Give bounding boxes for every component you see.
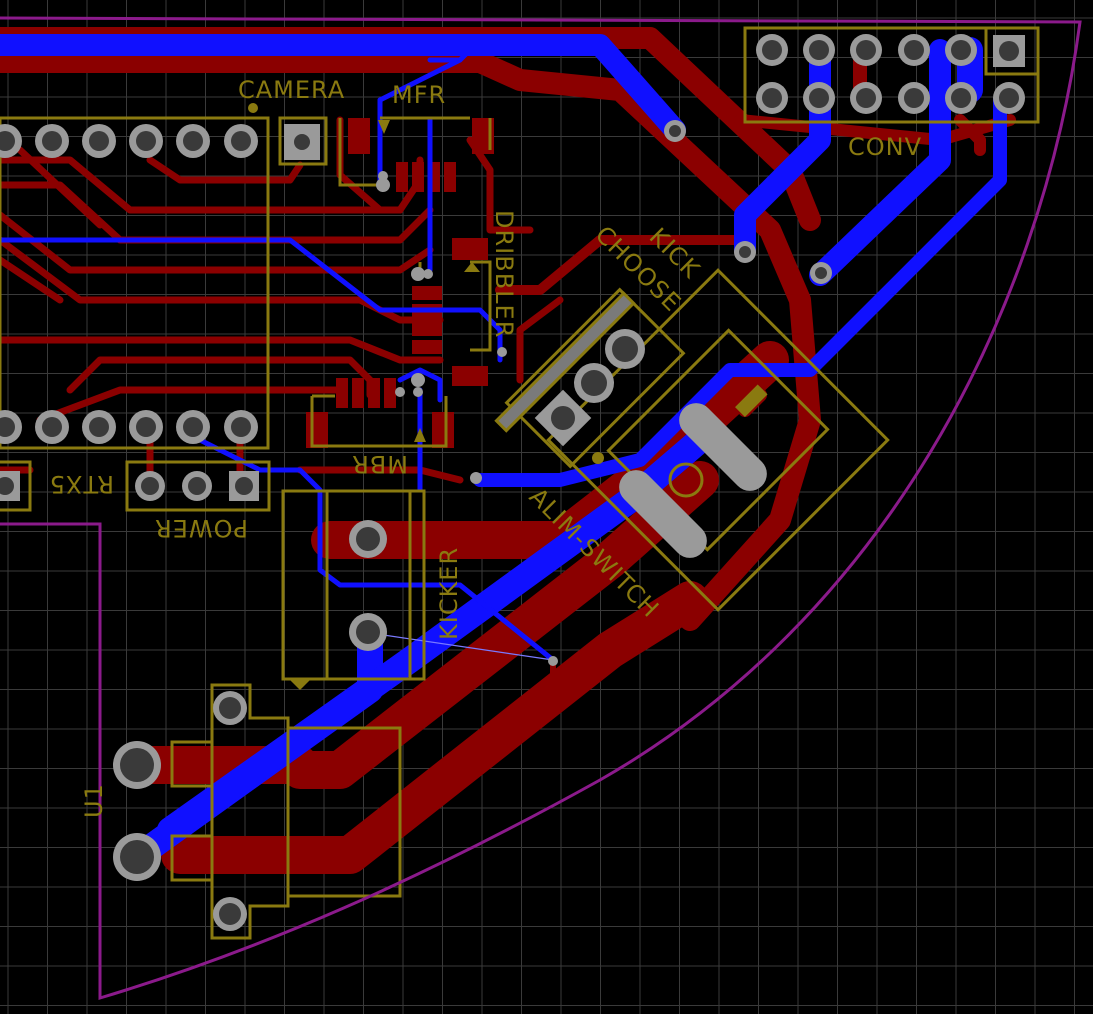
drill-hole (42, 417, 62, 437)
drill-hole (951, 40, 971, 60)
drill-hole (120, 840, 154, 874)
drill-hole (231, 417, 251, 437)
drill-hole (856, 40, 876, 60)
drill-holes (0, 40, 1019, 925)
drill-hole (0, 131, 15, 151)
label-kicker: KICKER (435, 547, 463, 640)
drill-hole (551, 406, 575, 430)
ratsnest-line (369, 632, 554, 661)
drill-hole (815, 267, 827, 279)
label-camera: CAMERA (238, 76, 345, 104)
drill-hole (235, 477, 253, 495)
board-outline (0, 16, 1082, 1001)
drill-hole (120, 748, 154, 782)
label-mbr: MBR (351, 450, 408, 478)
label-rtx5: RTX5 (49, 470, 114, 498)
drill-hole (183, 131, 203, 151)
drill-hole (999, 41, 1019, 61)
drill-hole (188, 477, 206, 495)
drill-hole (136, 417, 156, 437)
drill-hole (89, 131, 109, 151)
drill-hole (141, 477, 159, 495)
label-mfr: MFR (392, 81, 446, 109)
top-smd-pads (306, 118, 494, 448)
drill-hole (219, 903, 241, 925)
drill-hole (809, 88, 829, 108)
drill-hole (42, 131, 62, 151)
drill-hole (183, 417, 203, 437)
drill-hole (89, 417, 109, 437)
drill-hole (999, 88, 1019, 108)
drill-hole (904, 88, 924, 108)
drill-hole (762, 40, 782, 60)
drill-hole (581, 370, 607, 396)
drill-hole (762, 88, 782, 108)
drill-hole (951, 88, 971, 108)
label-u1: U1 (80, 783, 108, 818)
drill-hole (904, 40, 924, 60)
drill-hole (294, 134, 310, 150)
silk-markers (248, 103, 768, 690)
drill-hole (856, 88, 876, 108)
silkscreen-layer (0, 26, 1040, 940)
drill-hole (612, 336, 638, 362)
drill-hole (0, 477, 14, 495)
label-conv: CONV (848, 133, 922, 161)
drill-hole (739, 246, 751, 258)
alim-switch-pins[interactable] (612, 396, 774, 565)
drill-hole (0, 417, 15, 437)
label-power: POWER (154, 514, 248, 542)
label-dribbler: DRIBBLER (490, 210, 518, 338)
drill-hole (231, 131, 251, 151)
drill-hole (356, 620, 380, 644)
drill-hole (809, 40, 829, 60)
drill-hole (136, 131, 156, 151)
drill-hole (356, 527, 380, 551)
vias[interactable] (376, 120, 832, 666)
drill-hole (669, 125, 681, 137)
kick-choose-bar (494, 291, 636, 433)
drill-hole (219, 697, 241, 719)
